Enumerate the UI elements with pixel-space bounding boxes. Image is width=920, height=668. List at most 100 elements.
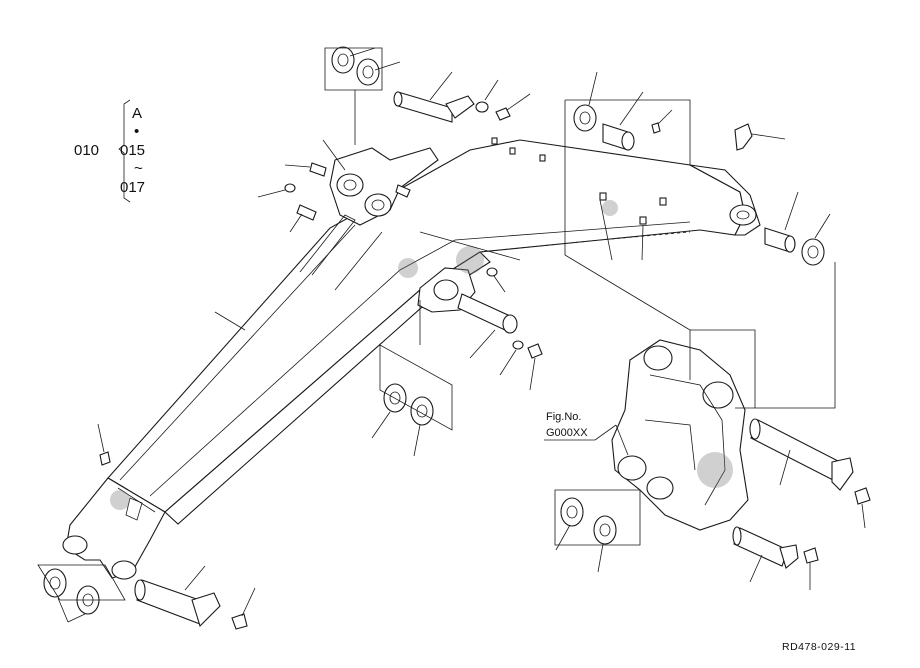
bracket-web	[299, 214, 356, 276]
washer-215-hole	[337, 53, 349, 67]
pin-060-plate	[779, 544, 799, 569]
boom-foot-edge	[117, 487, 156, 513]
washer-215	[331, 46, 355, 74]
boom-upper-edge	[119, 224, 356, 481]
bushing-015-upper-end	[621, 131, 635, 151]
pin-060	[732, 526, 799, 569]
swing-bracket-rib	[649, 374, 726, 506]
washer-160-a-hole	[49, 576, 61, 590]
texture-3	[602, 200, 618, 216]
boom-head	[689, 164, 761, 236]
washer-085-hole	[566, 505, 578, 519]
bracket-bore-1-inner	[343, 179, 357, 191]
washer-080-hole	[599, 523, 611, 537]
grease-nipples-016	[491, 137, 667, 225]
plug-240-upper	[284, 183, 296, 193]
swing-bore-lower-left	[617, 455, 647, 481]
swing-bracket-body	[611, 339, 749, 531]
bracket-bore-2	[364, 193, 392, 217]
bolt-120	[527, 343, 543, 359]
boom-head-bore-inner	[736, 210, 750, 220]
washer-050-lower-hole	[807, 245, 819, 259]
swing-bore-upper-right	[702, 381, 734, 409]
swing-bracket	[611, 339, 749, 531]
plug-240-lower	[486, 267, 498, 277]
pin-060-end	[732, 526, 742, 546]
texture-1	[456, 246, 484, 274]
pin-140-plate	[191, 592, 221, 628]
pin-140-end	[134, 579, 146, 601]
washer-050-lower	[801, 238, 825, 266]
legend-tilde: ~	[134, 160, 143, 177]
legend-main-number: 010	[74, 142, 99, 159]
fitting-017-mid	[395, 184, 411, 198]
pin-170-end	[393, 91, 403, 107]
pin-090-plate	[502, 314, 518, 334]
pin-060-body	[733, 527, 789, 567]
panel-upper-bushing	[565, 99, 691, 165]
swing-bracket-rib-2	[644, 419, 696, 471]
pin-030-body	[750, 419, 841, 481]
pin-170-plate	[445, 95, 475, 119]
washer-160-a	[43, 568, 67, 598]
washer-135-hole	[389, 391, 401, 405]
boom-hidden-edge	[479, 231, 691, 253]
grease-fitting-100	[296, 204, 317, 221]
bolt-200	[495, 107, 511, 121]
fig-ref-leader	[594, 424, 617, 441]
boom-foot-bore-left	[62, 535, 88, 555]
swing-texture	[697, 452, 733, 488]
nipple-c	[539, 154, 546, 162]
pin-170-body	[397, 91, 453, 123]
fig-ref-line1: Fig.No.	[546, 411, 581, 423]
fig-ref-line2: G000XX	[546, 427, 588, 439]
pin-030-end	[749, 418, 761, 440]
pin-030-plate	[831, 457, 854, 491]
washer-210-hole	[362, 65, 374, 79]
line-lower-to-swing	[735, 262, 836, 409]
panel-215-210	[324, 47, 383, 91]
swing-bore-lower-right	[646, 476, 674, 500]
leader-017-b	[419, 231, 521, 261]
legend-top-item: A	[132, 105, 142, 122]
washer-110	[512, 340, 524, 350]
legend-middle-item: 015	[120, 142, 145, 159]
pin-030	[749, 418, 854, 491]
texture-2	[398, 258, 418, 278]
bracket-bore-2-inner	[371, 199, 385, 211]
bolt-040	[854, 487, 871, 505]
pin-140	[134, 579, 221, 628]
assembly-legend: 010 A • 015 ~ 017	[74, 99, 145, 203]
nipple-b	[509, 147, 516, 155]
grease-fitting-020	[734, 123, 753, 151]
bracket-bore-1	[336, 173, 364, 197]
screw-230	[651, 122, 661, 134]
washer-050-upper	[573, 104, 597, 132]
pin-170	[393, 91, 475, 123]
legend-bottom-item: 017	[120, 179, 145, 196]
nipple-016-a	[599, 192, 607, 201]
nipple-016-c	[659, 197, 667, 206]
washer-085	[560, 497, 584, 527]
drawing-id: RD478-029-11	[782, 641, 856, 653]
nipple-a	[491, 137, 498, 145]
leader-lines	[57, 47, 866, 623]
boom-inner-edge	[149, 221, 691, 497]
mid-boss-bore	[433, 279, 459, 301]
panel-135-130	[379, 344, 453, 431]
bolt-150	[231, 613, 248, 630]
bushing-015-lower-end	[784, 235, 796, 253]
bolt-070	[803, 547, 819, 564]
pin-090-body	[457, 293, 511, 331]
line-swing-right	[690, 329, 756, 408]
washer-080	[593, 515, 617, 545]
boom-foot-bore-right	[111, 560, 137, 580]
swing-bore-upper-left	[643, 345, 673, 371]
washer-130	[410, 396, 434, 426]
nipple-016-b	[639, 216, 647, 225]
grease-fitting-180	[309, 162, 327, 177]
line-upper-to-swing	[564, 100, 691, 380]
texture-4	[110, 490, 130, 510]
